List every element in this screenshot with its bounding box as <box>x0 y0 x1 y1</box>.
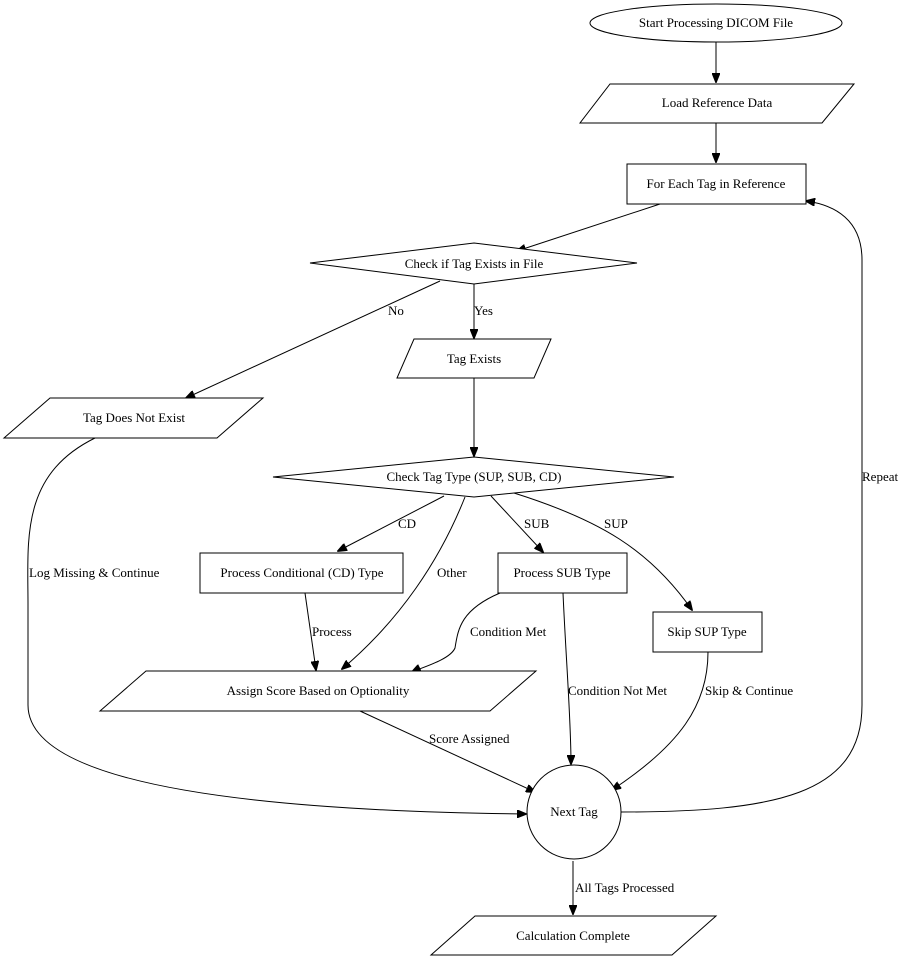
node-load-reference: Load Reference Data <box>578 83 856 124</box>
edge-label-sup: SUP <box>604 516 628 531</box>
node-complete-label: Calculation Complete <box>516 928 630 943</box>
edge-type-cd <box>338 495 445 551</box>
edge-sup-skip-continue <box>612 651 709 790</box>
edge-labels: No Yes CD SUB SUP Other Process Conditio… <box>29 303 898 895</box>
edge-label-cd: CD <box>398 516 416 531</box>
edge-label-skip-continue: Skip & Continue <box>705 683 793 698</box>
node-process-sub-label: Process SUB Type <box>513 565 610 580</box>
node-check-exists-label: Check if Tag Exists in File <box>405 256 544 271</box>
edge-type-sup <box>513 492 692 610</box>
node-start-label: Start Processing DICOM File <box>639 15 793 30</box>
node-next-tag-label: Next Tag <box>550 804 598 819</box>
node-start: Start Processing DICOM File <box>589 3 843 43</box>
node-tag-not-exist: Tag Does Not Exist <box>2 397 265 439</box>
edge-type-sub <box>490 495 543 552</box>
edge-label-repeat: Repeat <box>862 469 898 484</box>
node-process-sub: Process SUB Type <box>497 552 628 594</box>
node-process-cd: Process Conditional (CD) Type <box>199 552 404 594</box>
edge-score-assigned <box>359 710 535 792</box>
edge-type-other <box>342 496 466 669</box>
edge-label-log-missing: Log Missing & Continue <box>29 565 160 580</box>
node-for-each-tag-label: For Each Tag in Reference <box>647 176 786 191</box>
edge-sub-condition-not-met <box>562 592 571 764</box>
edge-label-process: Process <box>312 624 352 639</box>
edge-label-no: No <box>388 303 404 318</box>
node-complete: Calculation Complete <box>429 915 718 956</box>
edge-label-yes: Yes <box>474 303 493 318</box>
edge-check-exists-no <box>186 280 441 398</box>
node-next-tag: Next Tag <box>526 764 622 860</box>
edge-sub-condition-met <box>412 592 501 672</box>
edge-label-other: Other <box>437 565 467 580</box>
edge-label-all-processed: All Tags Processed <box>575 880 675 895</box>
node-process-cd-label: Process Conditional (CD) Type <box>220 565 383 580</box>
edge-cd-process <box>304 592 316 670</box>
node-load-reference-label: Load Reference Data <box>662 95 773 110</box>
node-assign-score-label: Assign Score Based on Optionality <box>227 683 410 698</box>
edge-log-missing <box>27 437 526 814</box>
node-tag-exists-label: Tag Exists <box>447 351 501 366</box>
node-skip-sup: Skip SUP Type <box>652 611 763 653</box>
edge-repeat <box>619 201 863 813</box>
node-check-type: Check Tag Type (SUP, SUB, CD) <box>272 456 675 498</box>
node-for-each-tag: For Each Tag in Reference <box>626 163 807 205</box>
edge-label-condition-met: Condition Met <box>470 624 547 639</box>
edge-label-sub: SUB <box>524 516 550 531</box>
edge-label-condition-not-met: Condition Not Met <box>568 683 667 698</box>
node-check-type-label: Check Tag Type (SUP, SUB, CD) <box>386 469 561 484</box>
edge-label-score-assigned: Score Assigned <box>429 731 510 746</box>
edges <box>27 42 863 914</box>
node-tag-not-exist-label: Tag Does Not Exist <box>83 410 185 425</box>
node-check-exists: Check if Tag Exists in File <box>309 242 638 285</box>
edge-foreach-to-check-exists <box>517 203 661 251</box>
node-assign-score: Assign Score Based on Optionality <box>98 670 538 712</box>
node-tag-exists: Tag Exists <box>396 338 552 379</box>
node-skip-sup-label: Skip SUP Type <box>667 624 747 639</box>
